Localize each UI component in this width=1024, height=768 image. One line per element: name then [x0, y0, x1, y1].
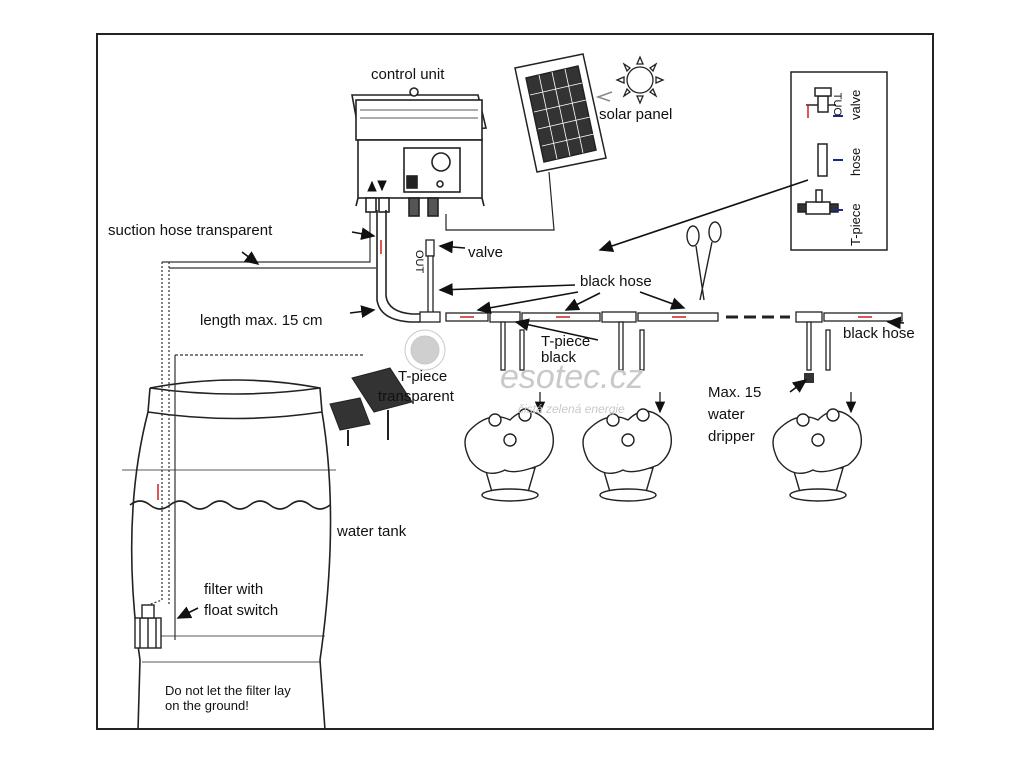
- t-piece-black-label-2: black: [541, 349, 577, 366]
- black-hose-label: black hose: [580, 273, 652, 290]
- legend-hose-label: hose: [848, 147, 863, 176]
- water-tank: [122, 379, 336, 731]
- valve-label: valve: [468, 244, 504, 261]
- warning-label-2: on the ground!: [165, 698, 249, 713]
- plant-pot-3: [772, 408, 862, 502]
- water-dripper-icon: [804, 373, 814, 383]
- filter-label-1: filter with: [204, 581, 264, 598]
- out-label: OUT: [413, 250, 425, 274]
- t-piece-transparent-label-2: transparent: [378, 388, 454, 405]
- watermark-tagline: čistá zelená energie: [518, 402, 625, 416]
- solar-panel: [445, 53, 607, 231]
- legend-t-piece-label: T-piece: [848, 203, 863, 246]
- suction-hose: [147, 205, 376, 640]
- scissors-icon: [686, 221, 722, 301]
- filter-float-switch: [134, 604, 162, 649]
- sun-icon: [615, 55, 665, 105]
- diagram-frame: [96, 33, 934, 730]
- water-tank-label: water tank: [337, 523, 407, 540]
- pointer-arrows: [176, 179, 905, 619]
- control-unit: [351, 87, 487, 217]
- control-unit-label: control unit: [371, 66, 445, 83]
- flow-arrows: [380, 240, 872, 318]
- legend-box: [790, 71, 888, 251]
- watermark-brand: esotec.cz: [500, 358, 644, 396]
- plant-pot-1: [464, 408, 554, 502]
- solar-arrow: [595, 91, 613, 102]
- solar-panel-label: solar panel: [599, 106, 673, 123]
- t-piece-black-label-1: T-piece: [541, 333, 591, 350]
- suction-hose-label: suction hose transparent: [108, 222, 273, 239]
- watermark-sun-icon: [404, 329, 446, 371]
- legend-out-label: OUT: [831, 92, 843, 116]
- watermark-solar-icon: [329, 367, 413, 446]
- max15-label-1: Max. 15: [708, 384, 762, 401]
- warning-label-1: Do not let the filter lay: [165, 683, 291, 698]
- t-piece-transparent-label-1: T-piece: [398, 368, 448, 385]
- filter-label-2: float switch: [204, 602, 279, 619]
- drip-arrows: [534, 392, 857, 414]
- max15-label-3: dripper: [708, 428, 755, 445]
- legend-valve-label: valve: [848, 89, 863, 120]
- length-max-label: length max. 15 cm: [200, 312, 323, 329]
- unit-port-arrows: [367, 180, 387, 192]
- black-hose-right-label: black hose: [843, 325, 915, 342]
- plant-pot-2: [582, 408, 672, 502]
- max15-label-2: water: [708, 406, 745, 423]
